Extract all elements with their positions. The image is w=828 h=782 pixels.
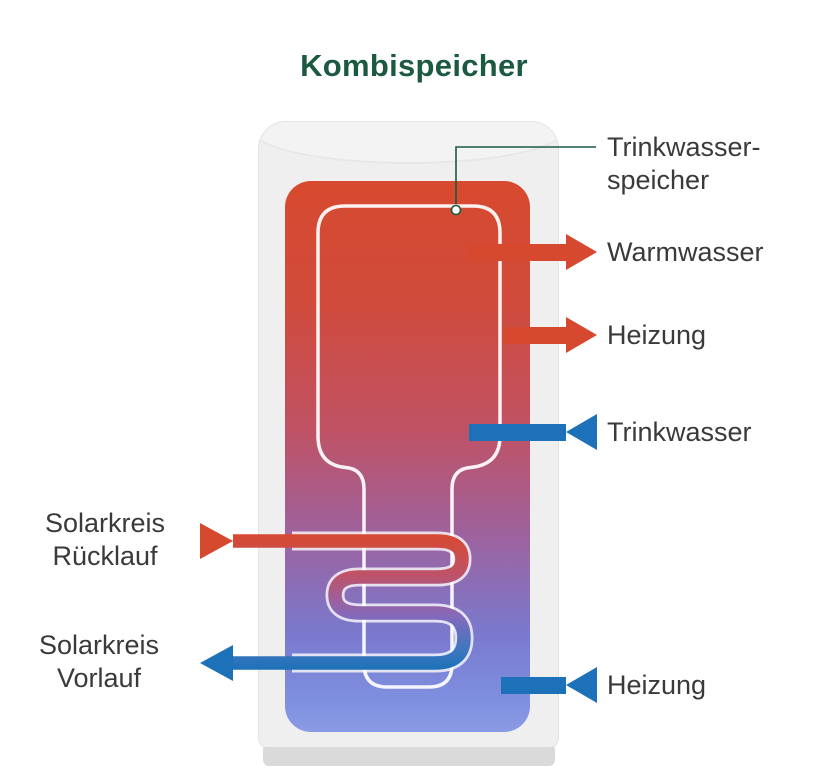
tank-lid [259,122,558,164]
warmwasser-label: Warmwasser [607,237,764,267]
solar-ruecklauf-label-line1: Solarkreis [44,508,166,538]
heizung-top-arrowhead-icon [566,317,597,353]
heizung-bottom-label: Heizung [607,670,707,700]
solar-vorlauf-arrowhead-icon [200,645,233,681]
trinkwasser-arrow-shaft [469,424,566,441]
inner-vessel-label-line2: speicher [607,165,710,195]
trinkwasser-label: Trinkwasser [607,417,752,447]
tank-temperature-gradient [285,181,530,732]
heizung-bottom-arrow-shaft [501,677,566,694]
inner-vessel-label: Trinkwasser- speicher [607,131,761,197]
tank-base [263,747,555,766]
inner-vessel-label-line1: Trinkwasser- [607,132,761,162]
solar-ruecklauf-arrowhead-icon [200,523,233,559]
heizung-top-label: Heizung [607,320,707,350]
solar-vorlauf-label: Solarkreis Vorlauf [16,629,182,695]
trinkwasser-arrowhead-icon [566,414,597,450]
solar-vorlauf-label-line1: Solarkreis [38,630,160,660]
heizung-top-arrow-shaft [503,327,566,344]
warmwasser-arrow-shaft [467,244,566,261]
diagram-title: Kombispeicher [300,48,528,83]
warmwasser-arrowhead-icon [566,234,597,270]
solar-vorlauf-label-line2: Vorlauf [56,663,142,693]
solar-ruecklauf-label: Solarkreis Rücklauf [22,507,188,573]
heizung-bottom-arrowhead-icon [566,667,597,703]
solar-ruecklauf-label-line2: Rücklauf [52,541,158,571]
